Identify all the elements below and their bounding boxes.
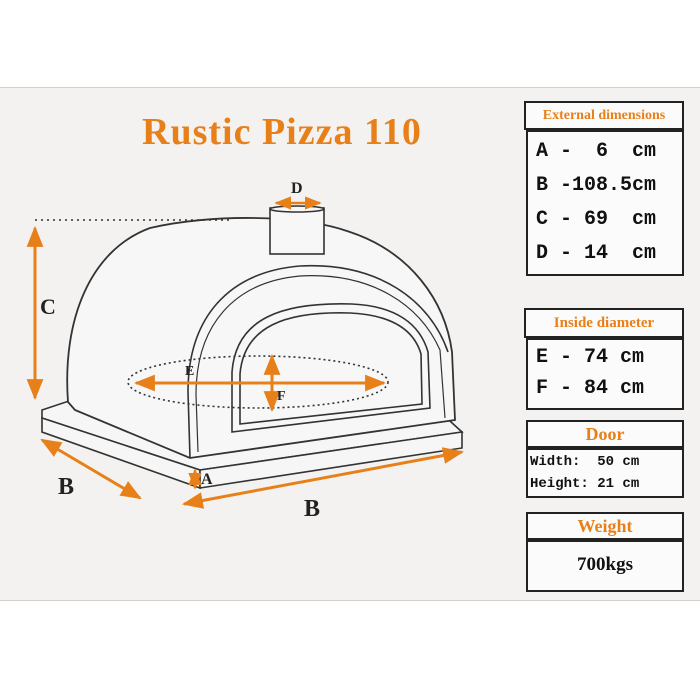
inside-row-e: E - 74 cm	[536, 346, 645, 369]
door-height: Height: 21 cm	[530, 476, 640, 492]
label-e: E	[185, 364, 194, 379]
external-dimensions-title: External dimensions	[542, 108, 666, 123]
weight-box: 700kgs	[526, 540, 684, 592]
inside-diameter-title: Inside diameter	[553, 315, 655, 331]
label-c: C	[40, 294, 56, 319]
inside-diameter-header: Inside diameter	[524, 308, 684, 338]
label-b-side: B	[58, 474, 74, 500]
chimney	[269, 205, 325, 255]
external-dimensions-box: A - 6 cm B -108.5cm C - 69 cm D - 14 cm	[526, 130, 684, 276]
oven-door	[231, 303, 431, 433]
weight-value: 700kgs	[577, 554, 633, 575]
door-header: Door	[526, 420, 684, 448]
door-title: Door	[585, 424, 625, 444]
label-d: D	[291, 180, 303, 197]
dome-front-face	[195, 275, 446, 453]
inside-row-f: F - 84 cm	[536, 377, 645, 400]
external-row-a: A - 6 cm	[536, 140, 657, 163]
bottom-divider	[0, 600, 700, 601]
label-f: F	[277, 389, 286, 404]
door-width: Width: 50 cm	[530, 454, 640, 470]
dimension-arrow-b-side	[40, 438, 142, 500]
weight-header: Weight	[526, 512, 684, 540]
label-a: A	[201, 471, 213, 488]
page-title: Rustic Pizza 110	[142, 111, 422, 153]
external-row-c: C - 69 cm	[536, 208, 657, 231]
weight-title: Weight	[577, 516, 633, 536]
label-b-front: B	[304, 496, 320, 522]
external-row-d: D - 14 cm	[536, 242, 657, 265]
door-box: Width: 50 cm Height: 21 cm	[526, 448, 684, 498]
inside-diameter-outline	[127, 355, 389, 409]
dimension-arrow-b-front	[181, 447, 465, 509]
external-dimensions-header: External dimensions	[524, 101, 684, 130]
external-row-b: B -108.5cm	[536, 174, 657, 197]
dome-ridge	[187, 264, 449, 459]
inside-diameter-box: E - 74 cm F - 84 cm	[526, 338, 684, 410]
top-divider	[0, 87, 700, 88]
